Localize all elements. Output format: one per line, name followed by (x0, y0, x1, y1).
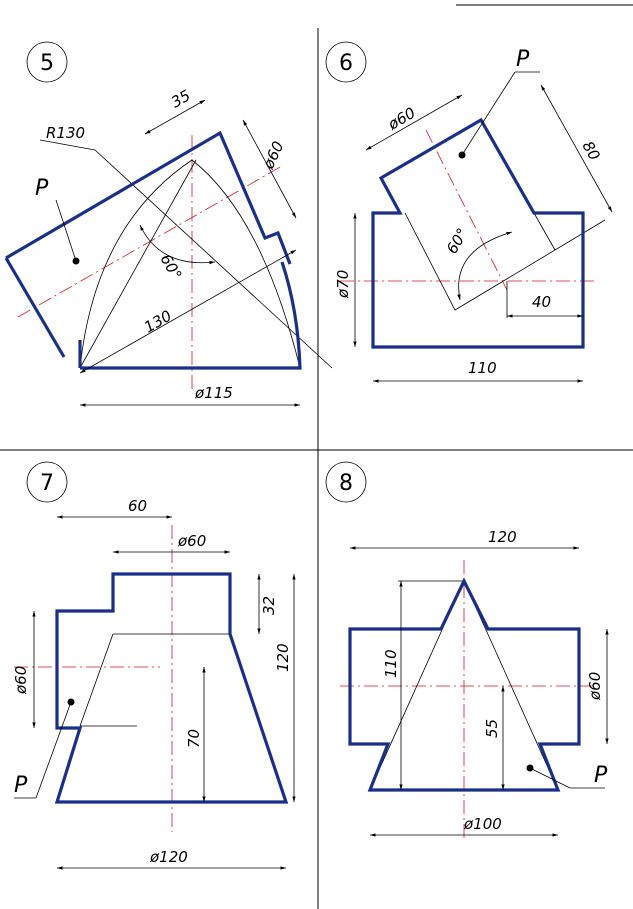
panel-8-number-circle (325, 461, 367, 503)
panel-7-label-dia120: ø120 (149, 848, 188, 866)
panel-5-dim-60-line (242, 119, 297, 219)
panel-7: 7 60 ø60 32 120 ø60 70 P ø120 (12, 461, 296, 870)
panel-6-label-110: 110 (468, 359, 497, 377)
panel-8-label-55: 55 (483, 719, 501, 738)
panel-5-number: 5 (40, 51, 54, 76)
panel-5-p-leader (55, 199, 77, 262)
panel-5-label-r130: R130 (46, 124, 85, 142)
panel-6-cylinder-hidden (404, 212, 606, 311)
panel-6-cyl-inner-edge (533, 212, 556, 251)
panel-8-label-dia60: ø60 (586, 672, 604, 701)
panel-7-label-p: P (14, 773, 28, 798)
panel-5-base-outline (80, 261, 302, 370)
panel-5-radius-shelf (39, 139, 96, 151)
panel-6-angle-arc (457, 231, 513, 301)
panel-7-label-dia60-top: ø60 (177, 532, 206, 550)
panel-6-dim-60-line (365, 94, 463, 151)
panel-6-label-p: P (516, 47, 530, 72)
panel-7-outline (54, 572, 289, 804)
panel-8-label-110: 110 (382, 649, 400, 678)
panel-8-label-120: 120 (488, 528, 517, 546)
panel-5-label-130: 130 (141, 307, 175, 337)
panel-6-dim-80-line (540, 84, 613, 213)
panel-7-number-circle (26, 461, 68, 503)
panel-8: 8 120 110 ø60 55 P ø100 (325, 461, 609, 838)
panel-7-number: 7 (40, 471, 54, 496)
panel-6-outline (371, 117, 585, 349)
panel-8-p-leader (529, 767, 571, 789)
panel-5-number-circle (26, 41, 68, 83)
panel-5-dim-130-line (79, 249, 297, 374)
panel-7-hidden-edge (79, 633, 114, 727)
panel-5-cylinder-outline (5, 130, 292, 265)
panel-5-label-angle: 60° (157, 251, 186, 283)
panel-5: 5 35 R130 ø60 P 60° 130 ø115 (4, 41, 333, 407)
panel-8-outline (348, 577, 581, 792)
panel-7-p-leader (35, 701, 72, 799)
panel-6-label-angle: 60° (443, 225, 472, 257)
panel-6-number-circle (325, 41, 367, 83)
panel-7-label-70: 70 (185, 729, 203, 748)
panel-7-label-120: 120 (274, 643, 292, 672)
panel-5-angle-arc (139, 224, 216, 265)
panel-7-label-dia60-side: ø60 (12, 666, 30, 695)
panel-7-label-32: 32 (260, 596, 278, 615)
sheet-frame (0, 4, 633, 909)
panel-6-label-40: 40 (532, 293, 551, 311)
panel-5-label-p: P (35, 176, 49, 201)
panel-5-label-35: 35 (168, 86, 194, 111)
panel-6-tilted-axis (425, 129, 508, 291)
panel-6-p-leader (461, 71, 516, 156)
panel-7-label-60: 60 (128, 497, 147, 515)
panel-5-cylinder-end (4, 257, 66, 358)
panel-8-number: 8 (339, 471, 353, 496)
panel-5-label-dia60: ø60 (259, 138, 288, 172)
panel-5-label-dia115: ø115 (194, 384, 233, 402)
panel-6-label-dia70: ø70 (334, 270, 352, 299)
panel-8-label-dia100: ø100 (463, 815, 502, 833)
panel-5-dim-35-line (144, 99, 206, 135)
panel-6-number: 6 (339, 51, 353, 76)
panel-6: 6 ø60 P 80 60° ø70 40 110 (325, 41, 613, 383)
panel-8-label-p: P (594, 763, 608, 788)
